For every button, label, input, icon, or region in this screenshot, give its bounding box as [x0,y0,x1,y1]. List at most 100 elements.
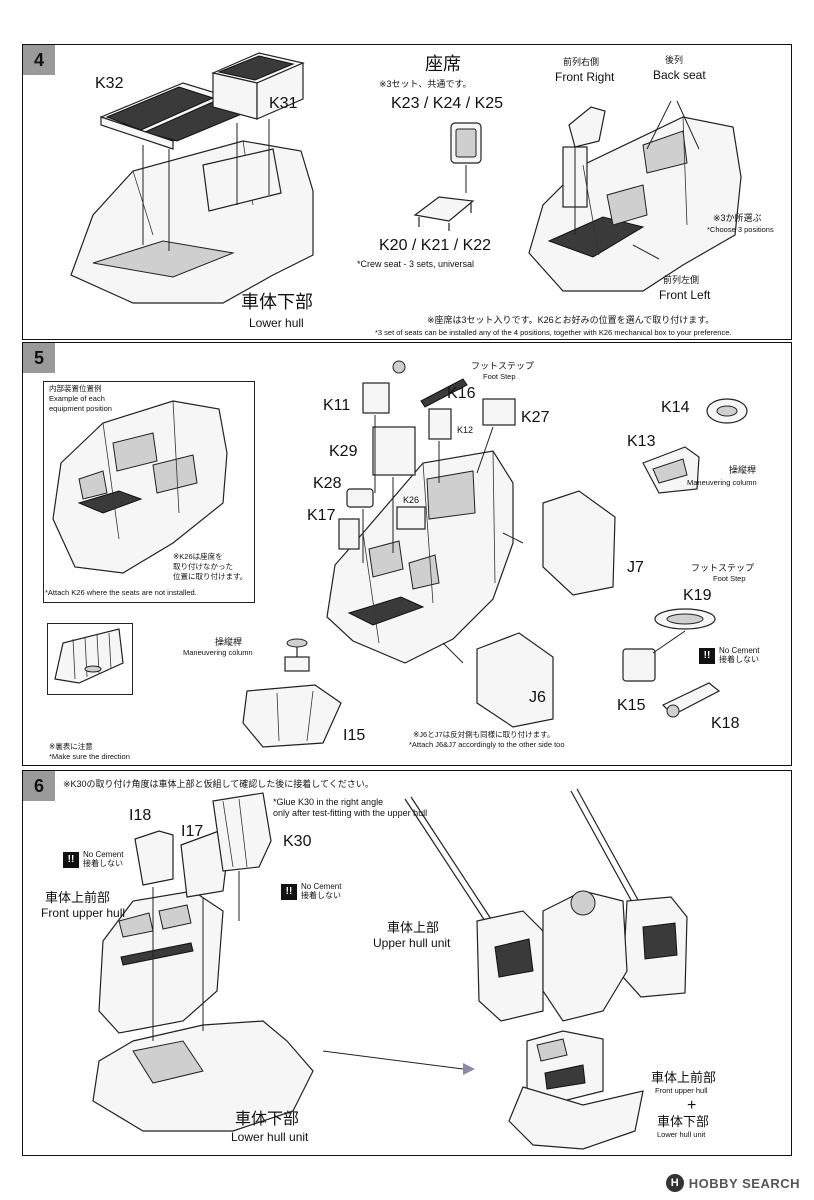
inset-note-en: *Attach K26 where the seats are not inst… [45,588,197,597]
step-5-panel: 5 [22,342,792,766]
column2-en: Maneuvering column [183,648,253,657]
j7-label: J7 [627,559,644,576]
step-4-illustration [70,52,742,304]
k29-label: K29 [329,443,358,460]
k27-label: K27 [521,409,550,426]
k31-label: K31 [269,95,298,112]
i18-label: I18 [129,807,152,824]
equipment-parts [338,360,516,563]
k15-label: K15 [617,697,646,714]
k13-k14-parts [642,398,748,494]
k30-label: K30 [283,833,312,850]
step-5-illustration [52,360,748,748]
no-cement-en: No Cement [83,850,124,859]
k30-note-en2: only after test-fitting with the upper h… [273,808,428,818]
no-cement-en: No Cement [301,882,342,891]
no-cement-en: No Cement [719,646,760,655]
inset-note-jp1: ※K26は座席を [173,552,223,561]
lower-hull-left [70,119,314,304]
plus-sign: + [687,1097,697,1114]
back-seat-en: Back seat [653,68,706,82]
k26-label: K26 [403,495,420,505]
inset-title-jp: 内部装置位置例 [49,384,102,393]
lower-unit-en: Lower hull unit [231,1130,309,1144]
j6-label: J6 [529,689,546,706]
crew-seat-note: *Crew seat - 3 sets, universal [357,259,475,269]
step-4-note-jp: ※座席は3セット入りです。K26とお好みの位置を選んで取り付けます。 [427,315,715,325]
front-left-jp: 前列左側 [663,275,700,285]
j-note-en: *Attach J6&J7 accordingly to the other s… [409,740,565,749]
no-cement-mark: !! [281,883,297,900]
front-right-jp: 前列右側 [563,57,600,67]
step-6-panel: 6 [22,770,792,1156]
step-number: 6 [23,771,55,801]
lower-unit-jp: 車体下部 [235,1111,300,1128]
k15-k18-k19-parts [622,608,721,718]
right-assembly-drawing [322,788,688,1150]
choose-jp: ※3か所選ぶ [713,213,762,223]
j-note-jp: ※J6とJ7は反対側も同様に取り付けます。 [413,730,555,739]
k31-part [211,52,305,120]
left-assembly-drawing [92,792,314,1132]
seat-top-parts-label: K23 / K24 / K25 [391,95,504,112]
hobby-search-watermark: H HOBBY SEARCH [665,1174,800,1192]
k14-label: K14 [661,399,690,416]
front-right-en: Front Right [555,70,615,84]
k19-label: K19 [683,587,712,604]
i15-label: I15 [343,727,366,744]
column2-jp: 操縦桿 [215,637,243,647]
front-upper-jp: 車体上前部 [45,890,111,905]
lower-hull-jp: 車体下部 [241,292,313,312]
step-6-illustration [92,788,688,1150]
lower2-jp: 車体下部 [657,1114,710,1129]
lower-hull-right [528,100,742,292]
seat-note-jp: ※3セット、共通です。 [379,79,472,89]
foot-step2-jp: フットステップ [691,563,755,573]
no-cement-jp: 接着しない [719,654,759,664]
i15-panel [242,638,342,748]
back-seat-jp: 後列 [665,55,684,65]
k32-label: K32 [95,75,124,92]
foot-step2-en: Foot Step [713,574,746,583]
central-hull-drawing [326,450,514,664]
k13-label: K13 [627,433,656,450]
direction-drawing [54,628,124,684]
k30-note-en1: *Glue K30 in the right angle [273,797,384,807]
inset-note-jp2: 取り付けなかった [173,562,233,571]
k16-label: K16 [447,385,476,402]
i17-label: I17 [181,823,204,840]
no-cement-jp: 接着しない [301,890,341,900]
front-upper2-en: Front upper hull [655,1086,708,1095]
step-4-panel: 4 [22,44,792,340]
lower2-en: Lower hull unit [657,1130,706,1139]
inset-title-en2: equipment position [49,404,112,413]
k18-label: K18 [711,715,740,732]
foot-step-jp: フットステップ [471,361,535,371]
step-number: 4 [23,45,55,75]
reverse-jp: ※裏表に注意 [49,742,93,751]
choose-en: *Choose 3 positions [707,225,774,234]
inset-note-jp3: 位置に取り付けます。 [173,572,248,581]
seat-parts [413,122,482,231]
upper-unit-jp: 車体上部 [387,920,440,935]
front-left-en: Front Left [659,288,711,302]
no-cement-mark: !! [63,851,79,868]
k30-note-jp: ※K30の取り付け角度は車体上部と仮組して確認した後に接着してください。 [63,779,374,789]
inset-hull-drawing [52,400,228,574]
column-jp: 操縦桿 [729,465,757,475]
step-number: 5 [23,343,55,373]
seat-title: 座席 [425,54,461,74]
foot-step-en: Foot Step [483,372,516,381]
front-upper-en: Front upper hull [41,906,126,920]
column-en: Maneuvering column [687,478,757,487]
k28-label: K28 [313,475,342,492]
inset-title-en1: Example of each [49,394,105,403]
no-cement-mark: !! [699,647,715,664]
hobby-search-logo-icon: H [665,1174,684,1192]
reverse-en: *Make sure the direction [49,752,130,761]
